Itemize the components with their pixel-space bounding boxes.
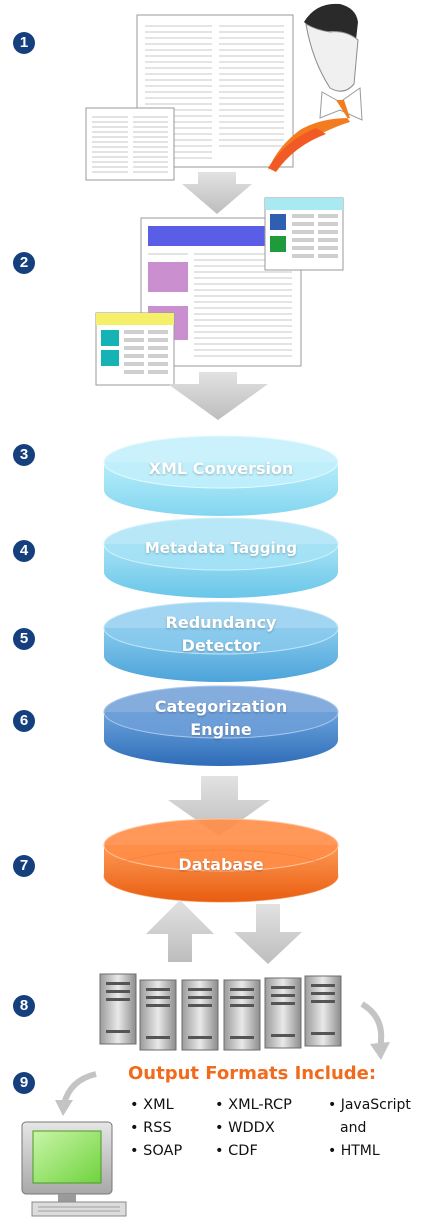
down-arrow	[234, 904, 302, 964]
format-item: and	[340, 1120, 367, 1136]
processing-disc-stack	[103, 435, 339, 766]
step-badge-1: 1	[13, 32, 35, 54]
format-item: • CDF	[215, 1143, 258, 1159]
step-badge-6: 6	[13, 710, 35, 732]
curved-arrow-icon	[55, 1071, 97, 1116]
redundancy-label-line1: Redundancy	[165, 613, 277, 632]
format-column-1: • XML • RSS • SOAP	[130, 1094, 182, 1163]
format-item: • RSS	[130, 1120, 172, 1136]
database-disc	[103, 818, 339, 903]
down-arrow	[168, 776, 270, 836]
server-icon	[99, 973, 342, 1051]
format-item: • SOAP	[130, 1143, 183, 1159]
categorization-label-line2: Engine	[190, 720, 252, 739]
computer-monitor-icon	[21, 1121, 127, 1217]
output-formats-title: Output Formats Include:	[128, 1063, 377, 1084]
step-badge-5: 5	[13, 628, 35, 650]
documents-icon	[85, 14, 294, 181]
down-arrow	[182, 172, 252, 214]
metadata-tagging-label: Metadata Tagging	[144, 539, 298, 557]
step-badge-8: 8	[13, 995, 35, 1017]
categorization-label-line1: Categorization	[154, 697, 288, 716]
step-badge-2: 2	[13, 252, 35, 274]
format-column-2: • XML-RCP • WDDX • CDF	[215, 1094, 292, 1163]
format-column-3: • JavaScript and • HTML	[328, 1094, 411, 1163]
up-arrow	[146, 900, 214, 962]
format-item: • XML-RCP	[215, 1097, 292, 1113]
redundancy-label-line2: Detector	[181, 636, 261, 655]
format-item: • HTML	[328, 1143, 380, 1159]
database-label: Database	[178, 855, 264, 874]
web-page-icon	[95, 197, 344, 386]
step-badge-4: 4	[13, 540, 35, 562]
step-badge-3: 3	[13, 444, 35, 466]
step-badge-7: 7	[13, 855, 35, 877]
format-item: • WDDX	[215, 1120, 275, 1136]
xml-conversion-label: XML Conversion	[148, 459, 294, 478]
businessman-icon	[268, 3, 363, 172]
curved-arrow-icon	[360, 1001, 390, 1060]
step-badge-9: 9	[13, 1072, 35, 1094]
format-item: • JavaScript	[328, 1097, 411, 1113]
down-arrow	[168, 372, 268, 420]
format-item: • XML	[130, 1097, 174, 1113]
